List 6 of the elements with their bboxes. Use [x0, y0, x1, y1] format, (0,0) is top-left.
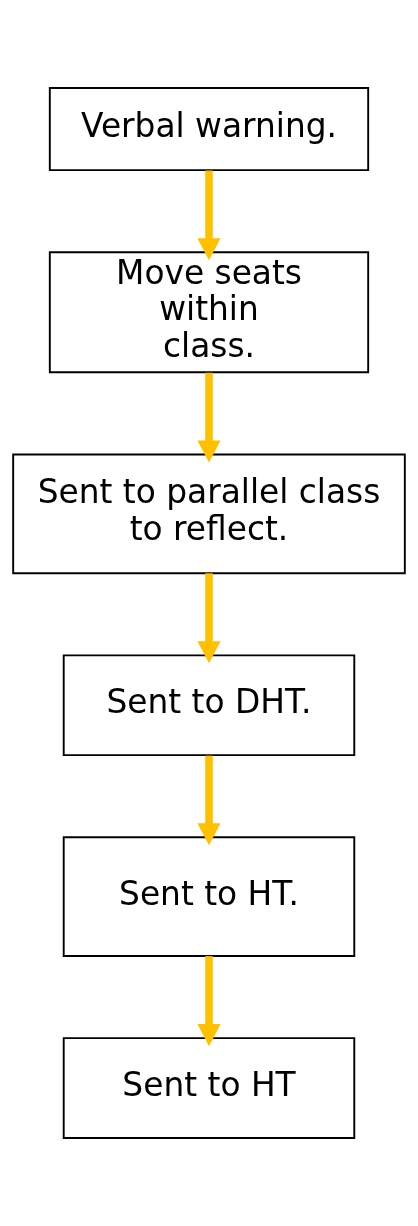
node-box: Sent to DHT. [62, 654, 356, 757]
node-box: Sent to HT. [62, 836, 356, 957]
node-box: Sent to HT [62, 1037, 356, 1139]
node-box: Move seats within class. [48, 251, 370, 374]
node-box: Sent to parallel class to reflect. [12, 453, 406, 575]
node-box: Verbal warning. [48, 87, 370, 172]
